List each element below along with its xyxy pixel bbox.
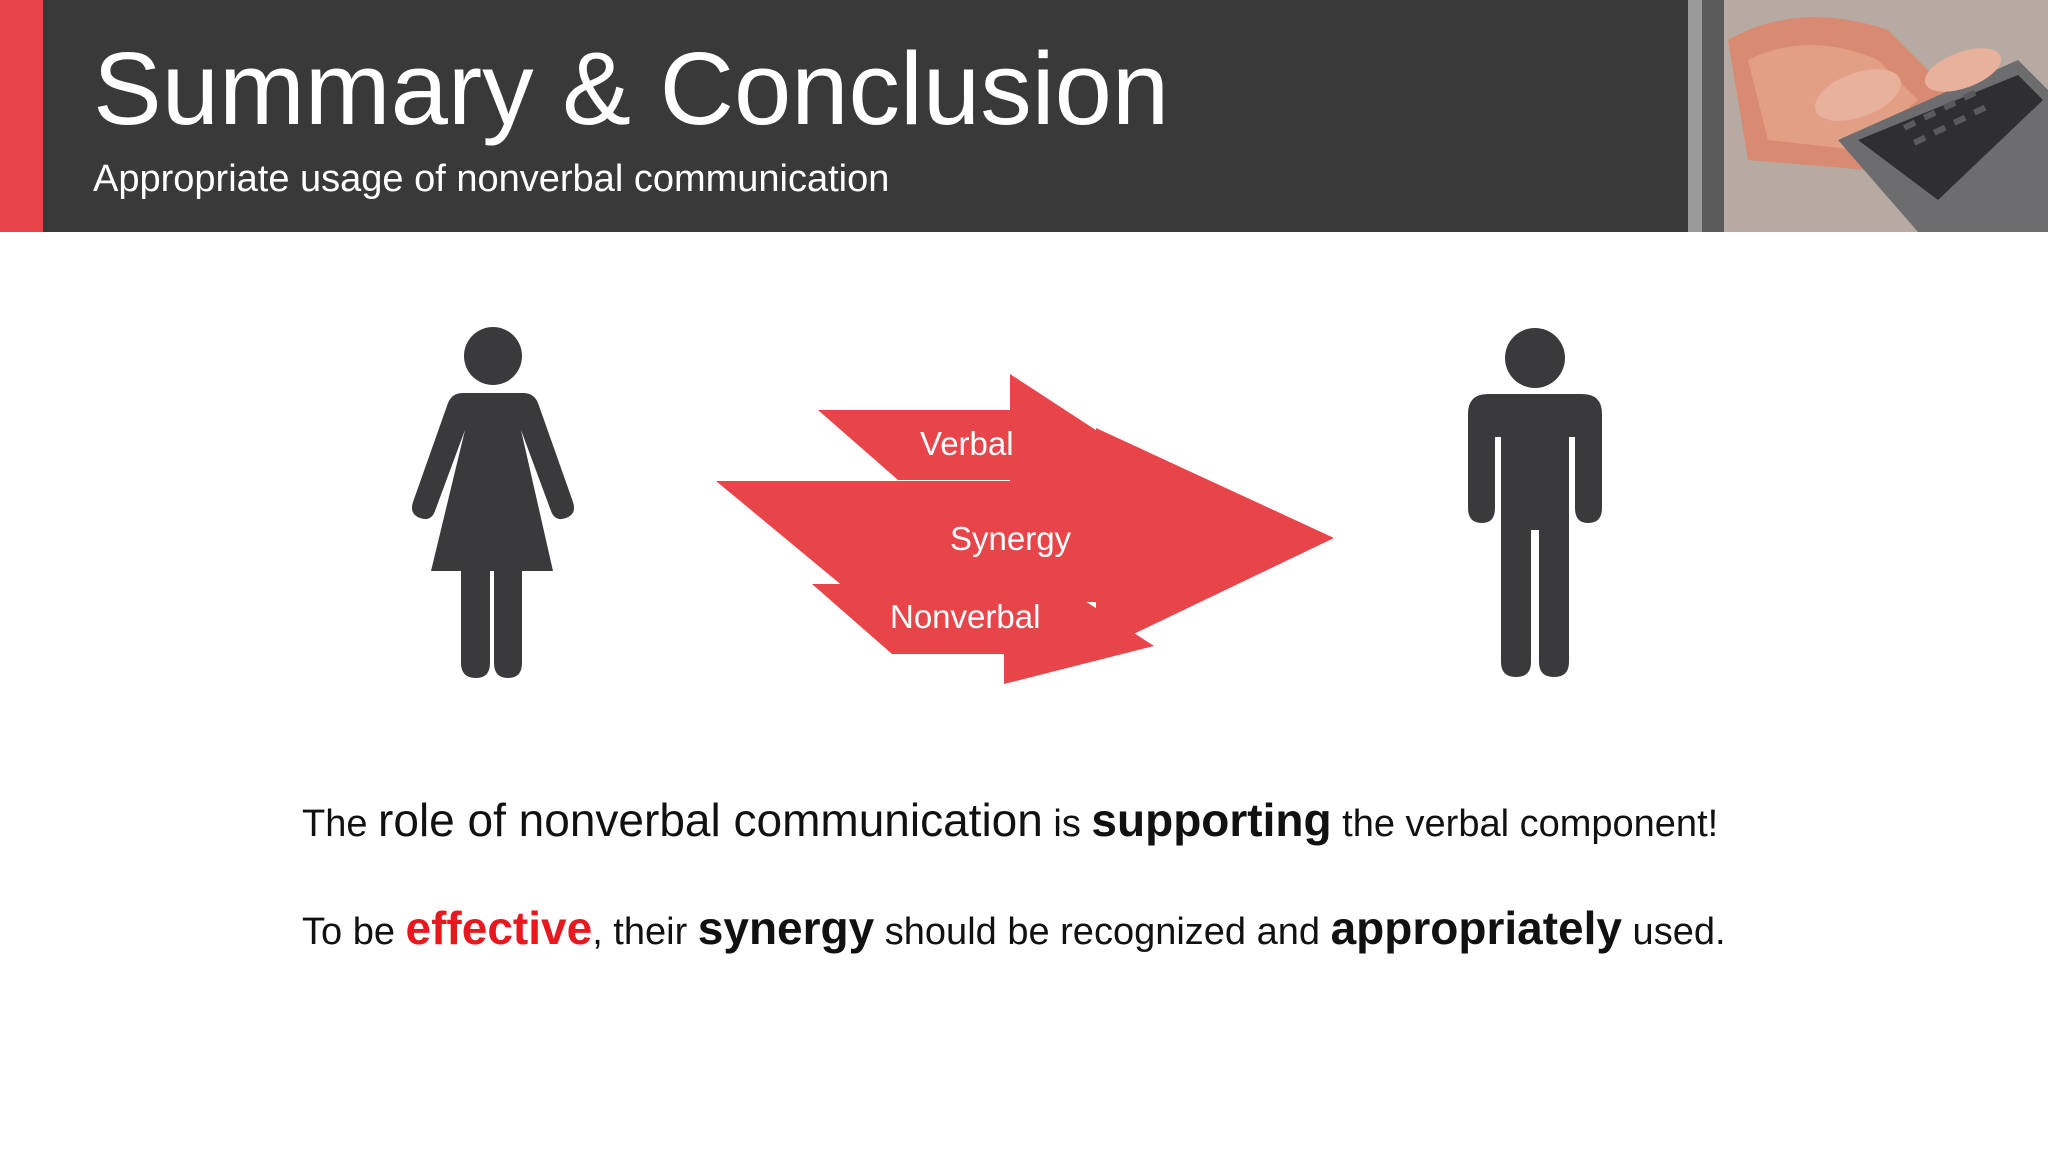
- statement-part: should be recognized and: [874, 911, 1331, 953]
- nonverbal-label: Nonverbal: [890, 598, 1040, 635]
- nonverbal-arrow: [812, 548, 1154, 684]
- statement-role: The role of nonverbal communication is s…: [302, 790, 1718, 854]
- header-bar: Summary & Conclusion Appropriate usage o…: [0, 0, 2048, 232]
- communication-diagram: Verbal Synergy Nonverbal: [0, 232, 2048, 752]
- laptop-typing-photo: [1688, 0, 2048, 232]
- verbal-label: Verbal: [920, 425, 1014, 462]
- woman-figure-icon: [411, 327, 575, 678]
- emphasis-appropriately: appropriately: [1330, 902, 1622, 954]
- synergy-label: Synergy: [950, 520, 1072, 557]
- statement-synergy: To be effective, their synergy should be…: [302, 898, 1726, 962]
- man-figure-icon: [1468, 328, 1602, 677]
- statement-part: is: [1042, 803, 1092, 845]
- slide-title: Summary & Conclusion: [93, 31, 1170, 146]
- slide-subtitle: Appropriate usage of nonverbal communica…: [93, 158, 890, 200]
- statement-part: To be: [302, 911, 406, 953]
- emphasis-synergy: synergy: [697, 902, 875, 954]
- statement-part: the verbal component!: [1331, 803, 1719, 845]
- emphasis-effective: effective: [405, 902, 593, 954]
- synergy-arrow: [716, 428, 1334, 652]
- statement-part: The: [302, 803, 379, 845]
- statement-part: used.: [1622, 911, 1726, 953]
- statement-part: role of nonverbal communication: [378, 794, 1043, 846]
- statement-part: , their: [592, 911, 698, 953]
- accent-bar: [0, 0, 43, 232]
- emphasis-supporting: supporting: [1091, 794, 1332, 846]
